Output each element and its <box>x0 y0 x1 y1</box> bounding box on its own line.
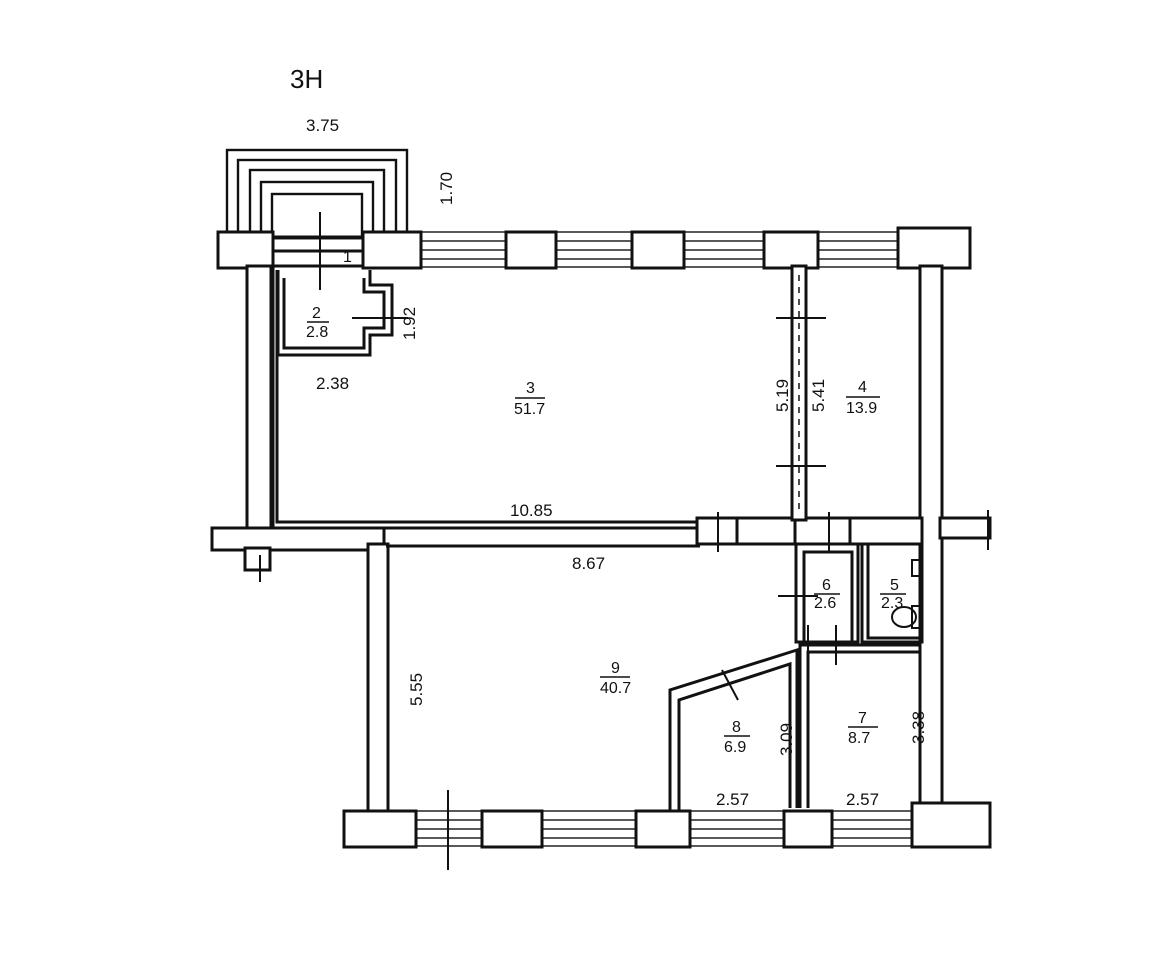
room-5-label: 5 2.3 <box>880 577 906 612</box>
dim-room8-height: 3.09 <box>777 723 796 756</box>
wall-pier <box>896 226 972 270</box>
svg-text:2: 2 <box>312 305 321 322</box>
room-3-label: 3 51.7 <box>514 380 545 418</box>
svg-text:2.6: 2.6 <box>814 595 836 612</box>
sink-icon <box>911 559 923 577</box>
wall-pier <box>630 230 686 270</box>
svg-text:6: 6 <box>822 577 831 594</box>
wall-pier <box>361 230 423 270</box>
dim-room3-height: 5.19 <box>773 379 792 412</box>
svg-text:5: 5 <box>890 577 899 594</box>
wall-pier <box>480 809 544 849</box>
svg-text:13.9: 13.9 <box>846 400 877 417</box>
wall-pier <box>782 809 834 849</box>
dim-room2-height: 1.92 <box>400 307 419 340</box>
svg-text:9: 9 <box>611 660 620 677</box>
dim-room9-width: 8.67 <box>572 554 605 573</box>
dim-room4-height: 5.41 <box>809 379 828 412</box>
svg-text:7: 7 <box>858 710 867 727</box>
wall-pier <box>910 801 992 849</box>
room-1-number: 1 <box>343 249 352 266</box>
dim-room7-height: 3.38 <box>909 711 928 744</box>
room-6-label: 6 2.6 <box>814 577 840 612</box>
svg-text:3: 3 <box>526 380 535 397</box>
svg-text:40.7: 40.7 <box>600 680 631 697</box>
svg-text:6.9: 6.9 <box>724 739 746 756</box>
dim-porch-depth: 1.70 <box>437 172 456 205</box>
left-wall <box>210 264 386 572</box>
room-4-label: 4 13.9 <box>846 379 880 417</box>
room-2-walls <box>276 270 394 357</box>
svg-text:2.8: 2.8 <box>306 324 328 341</box>
dim-room2-width: 2.38 <box>316 374 349 393</box>
svg-text:8: 8 <box>732 719 741 736</box>
svg-text:2.3: 2.3 <box>881 595 903 612</box>
wall-pier <box>504 230 558 270</box>
plan-title: 3Н <box>290 64 323 94</box>
dim-room9-height: 5.55 <box>407 673 426 706</box>
room-2-label: 2 2.8 <box>306 305 329 341</box>
dim-porch-width: 3.75 <box>306 116 339 135</box>
opening-marks <box>259 212 989 870</box>
svg-text:4: 4 <box>858 379 867 396</box>
room-9-label: 9 40.7 <box>600 660 631 697</box>
dim-room3-width: 10.85 <box>510 501 553 520</box>
svg-text:51.7: 51.7 <box>514 401 545 418</box>
toilet-icon <box>891 605 923 629</box>
wall-pier <box>634 809 692 849</box>
dim-room8-width: 2.57 <box>716 790 749 809</box>
wall-pier <box>216 230 275 270</box>
room-8-label: 8 6.9 <box>724 719 750 756</box>
top-wall <box>216 226 972 270</box>
svg-text:8.7: 8.7 <box>848 730 870 747</box>
bottom-wall <box>342 542 992 849</box>
dim-room7-width: 2.57 <box>846 790 879 809</box>
wall-pier <box>762 230 820 270</box>
room-7-label: 7 8.7 <box>848 710 878 747</box>
wall-pier <box>342 809 418 849</box>
